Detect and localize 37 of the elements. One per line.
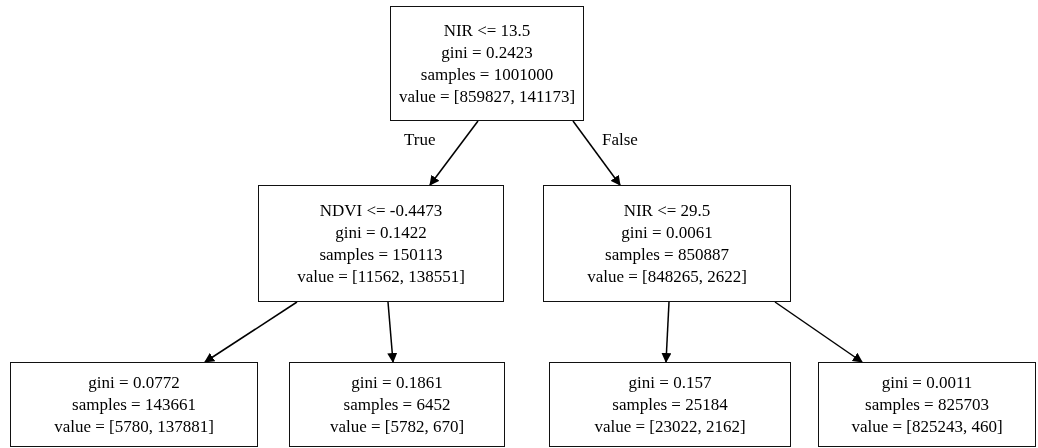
arrow (387, 301, 398, 363)
tree-node-box (818, 362, 1036, 447)
arrow (774, 301, 863, 363)
tree-node-box (390, 6, 584, 121)
tree-node-box (549, 362, 791, 447)
arrow (429, 120, 479, 186)
node-text: value = [5780, 137881] (54, 415, 214, 438)
node-text: gini = 0.0772 (88, 371, 180, 394)
node-text: value = [848265, 2622] (587, 265, 747, 288)
node-text: NDVI <= -0.4473 (319, 199, 443, 222)
tree-node-box (289, 362, 505, 447)
node-text: gini = 0.0011 (881, 371, 973, 394)
node-text: gini = 0.2423 (441, 41, 533, 64)
arrow (572, 120, 621, 186)
node-text: NIR <= 29.5 (623, 199, 711, 222)
node-text: value = [859827, 141173] (398, 85, 576, 108)
node-text: value = [11562, 138551] (297, 265, 465, 288)
node-text: value = [825243, 460] (851, 415, 1003, 438)
tree-node-box (258, 185, 504, 302)
node-text: samples = 850887 (605, 243, 729, 266)
node-text: samples = 825703 (865, 393, 989, 416)
node-text: samples = 1001000 (420, 63, 554, 86)
node-text: gini = 0.1861 (351, 371, 443, 394)
node-text: samples = 143661 (72, 393, 196, 416)
node-text: samples = 150113 (319, 243, 443, 266)
node-text: gini = 0.1422 (335, 221, 427, 244)
node-text: samples = 25184 (612, 393, 728, 416)
arrow (204, 301, 298, 363)
tree-node-box (10, 362, 258, 447)
node-text: value = [5782, 670] (329, 415, 465, 438)
node-text: gini = 0.157 (628, 371, 712, 394)
tree-node-box (543, 185, 791, 302)
node-text: value = [23022, 2162] (594, 415, 746, 438)
node-text: gini = 0.0061 (621, 221, 713, 244)
node-text: samples = 6452 (343, 393, 451, 416)
arrow (661, 301, 672, 363)
node-text: NIR <= 13.5 (443, 19, 531, 42)
